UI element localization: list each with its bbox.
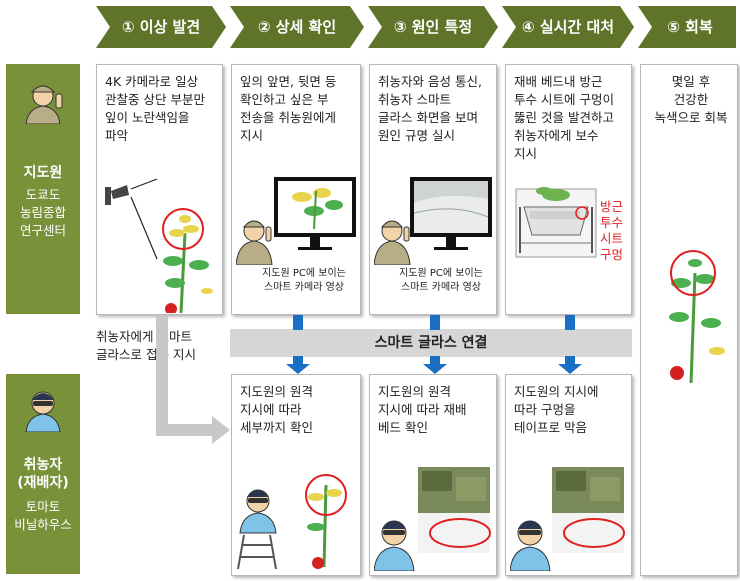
farmer-figure-icon-3 xyxy=(510,520,551,571)
farmer-title: 취농자 (재배자) xyxy=(17,457,69,491)
instructor-box-3: 취농자와 음성 통신, 취농자 스마트 글라스 화면을 보며 원인 규명 실시 … xyxy=(369,64,497,315)
smart-glass-connection-label: 스마트 글라스 연결 xyxy=(374,335,488,351)
instructor-icon xyxy=(20,76,66,124)
recovery-box: 몇일 후 건강한 녹색으로 회복 xyxy=(640,64,738,576)
step-2-chevron: ② 상세 확인 xyxy=(230,6,364,48)
cultivation-bed-illustration xyxy=(515,187,597,258)
farmer-figure-icon-2 xyxy=(374,520,415,571)
step-3-label: ③ 원인 특정 xyxy=(393,18,473,36)
instructor-box-1: 4K 카메라로 일상 관찰중 상단 부분만 잎이 노란색임을 파악 xyxy=(96,64,223,315)
step-1-chevron: ① 이상 발견 xyxy=(96,6,226,48)
box-2-caption: 지도원 PC에 보이는 스마트 카메라 영상 xyxy=(262,268,346,293)
box-4-text: 재배 베드내 방근 투수 시트에 구멍이 뚫린 것을 발견하고 취농자에게 보수… xyxy=(514,74,614,161)
box-3-caption: 지도원 PC에 보이는 스마트 카메라 영상 xyxy=(399,268,483,293)
farmer-icon xyxy=(20,384,66,432)
farmer-box-3: 지도원의 원격 지시에 따라 재배 베드 확인 xyxy=(369,374,497,576)
farmer-box-3-text: 지도원의 원격 지시에 따라 재배 베드 확인 xyxy=(378,384,467,435)
ladder-icon xyxy=(237,534,277,570)
farmer-check-illustration xyxy=(237,474,347,570)
box-3-text: 취농자와 음성 통신, 취농자 스마트 글라스 화면을 보며 원인 규명 실시 xyxy=(378,74,482,143)
step-5-chevron: ⑤ 회복 xyxy=(638,6,736,48)
step-4-label: ④ 실시간 대처 xyxy=(521,18,615,36)
camera-plant-illustration xyxy=(105,178,213,313)
farmer-box-2: 지도원의 원격 지시에 따라 세부까지 확인 xyxy=(231,374,361,576)
plant-closeup-icon xyxy=(305,474,347,569)
instructor-row-label: 지도원 도쿄도 농림종합 연구센터 xyxy=(6,64,80,314)
farmer-figure-icon xyxy=(239,489,277,534)
box-1-text: 4K 카메라로 일상 관찰중 상단 부분만 잎이 노란색임을 파악 xyxy=(105,74,205,143)
tape-repair-illustration xyxy=(510,467,625,571)
step-3-chevron: ③ 원인 특정 xyxy=(368,6,498,48)
step-5-label: ⑤ 회복 xyxy=(667,18,713,36)
instructor-box-2: 잎의 앞면, 뒷면 등 확인하고 싶은 부 전송을 취농원에게 지시 지도원 P… xyxy=(231,64,361,315)
box-2-text: 잎의 앞면, 뒷면 등 확인하고 싶은 부 전송을 취농원에게 지시 xyxy=(240,74,337,143)
farmer-subtitle: 토마토 비닐하우스 xyxy=(14,499,72,532)
hole-note-red: 방근 투수 시트 구멍 xyxy=(600,199,624,262)
bed-check-illustration xyxy=(374,467,491,571)
box-5-text: 몇일 후 건강한 녹색으로 회복 xyxy=(654,74,728,125)
instructor-subtitle: 도쿄도 농림종합 연구센터 xyxy=(19,187,66,238)
farmer-box-2-text: 지도원의 원격 지시에 따라 세부까지 확인 xyxy=(240,384,313,435)
farmer-box-4-text: 지도원의 지시에 따라 구멍을 테이프로 막음 xyxy=(514,384,599,435)
instructor-figure-icon xyxy=(236,220,273,265)
farmer-box-4: 지도원의 지시에 따라 구멍을 테이프로 막음 xyxy=(505,374,632,576)
healthy-plant-illustration xyxy=(669,250,725,383)
step-4-chevron: ④ 실시간 대처 xyxy=(502,6,634,48)
step-2-label: ② 상세 확인 xyxy=(257,18,337,36)
camera-icon xyxy=(105,178,158,260)
pc-monitor-illustration-2 xyxy=(374,177,492,265)
instructor-box-4: 재배 베드내 방근 투수 시트에 구멍이 뚫린 것을 발견하고 취농자에게 보수… xyxy=(505,64,632,315)
instructor-title: 지도원 xyxy=(23,165,63,181)
connect-instruction-note: 취농자에게 스마트 글라스로 접속 지시 xyxy=(96,329,196,362)
instructor-figure-icon-2 xyxy=(374,220,411,265)
step-1-label: ① 이상 발견 xyxy=(121,18,201,36)
tomato-plant-icon xyxy=(162,208,213,313)
smart-glass-connection-bar: 스마트 글라스 연결 xyxy=(230,329,632,357)
pc-monitor-illustration xyxy=(236,177,356,265)
farmer-row-label: 취농자 (재배자) 토마토 비닐하우스 xyxy=(6,374,80,574)
